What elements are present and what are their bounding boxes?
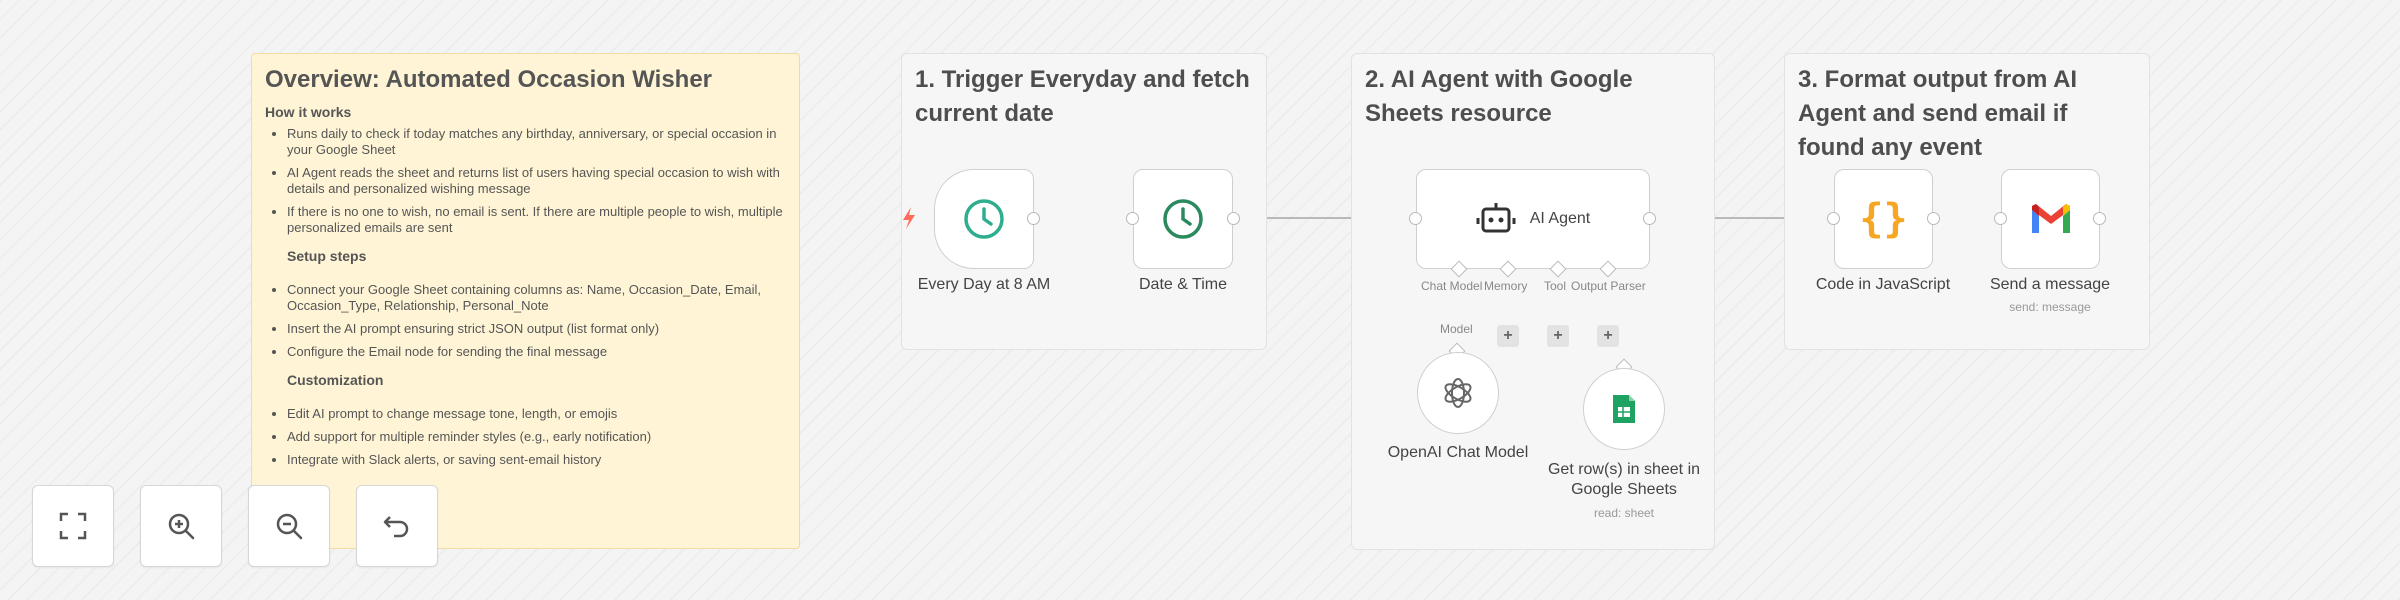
zoom-out-icon <box>276 513 303 540</box>
node-code-javascript[interactable]: {} <box>1834 169 1933 269</box>
list-item: Integrate with Slack alerts, or saving s… <box>287 452 786 468</box>
section-agent-sticky[interactable]: 2. AI Agent with Google Sheets resource <box>1351 53 1715 550</box>
list-item: If there is no one to wish, no email is … <box>287 204 786 236</box>
undo-button[interactable] <box>356 485 438 567</box>
how-it-works-list: Runs daily to check if today matches any… <box>265 126 786 236</box>
edge-label-model: Model <box>1440 322 1473 336</box>
list-item: Configure the Email node for sending the… <box>287 344 786 360</box>
section-title: 3. Format output from AI Agent and send … <box>1798 66 2078 161</box>
node-label: Get row(s) in sheet in Google Sheets <box>1547 461 1701 498</box>
openai-icon <box>1444 378 1472 408</box>
robot-icon <box>1476 203 1516 233</box>
input-port[interactable] <box>1126 212 1139 225</box>
output-port[interactable] <box>1227 212 1240 225</box>
node-sublabel: send: message <box>2009 300 2091 314</box>
fullscreen-icon <box>59 512 87 540</box>
node-label: OpenAI Chat Model <box>1387 444 1529 461</box>
list-item: AI Agent reads the sheet and returns lis… <box>287 165 786 197</box>
node-sublabel: read: sheet <box>1593 506 1655 520</box>
add-output-parser-button[interactable]: + <box>1597 325 1619 347</box>
input-port[interactable] <box>1409 212 1422 225</box>
node-label: AI Agent <box>1529 210 1591 227</box>
clock-icon <box>964 199 1004 239</box>
zoom-in-icon <box>168 513 195 540</box>
setup-steps-list: Connect your Google Sheet containing col… <box>265 282 786 360</box>
node-label: Code in JavaScript <box>1815 276 1951 293</box>
output-port[interactable] <box>1027 212 1040 225</box>
output-port[interactable] <box>2093 212 2106 225</box>
port-label-memory: Memory <box>1484 279 1528 293</box>
undo-icon <box>383 516 409 538</box>
zoom-out-button[interactable] <box>248 485 330 567</box>
google-sheets-icon <box>1613 395 1635 423</box>
list-item: Edit AI prompt to change message tone, l… <box>287 406 786 422</box>
port-label-tool: Tool <box>1544 279 1567 293</box>
list-item: Insert the AI prompt ensuring strict JSO… <box>287 321 786 337</box>
node-date-time[interactable] <box>1133 169 1233 269</box>
setup-steps-heading: Setup steps <box>287 248 367 264</box>
gmail-icon <box>2031 204 2070 233</box>
port-label-output-parser: Output Parser <box>1571 279 1646 293</box>
lightning-icon <box>903 207 915 229</box>
node-every-day-8am[interactable] <box>934 169 1034 269</box>
overview-sticky-note[interactable]: Overview: Automated Occasion Wisher How … <box>251 53 800 549</box>
list-item: Runs daily to check if today matches any… <box>287 126 786 158</box>
node-google-sheets[interactable] <box>1583 368 1665 450</box>
output-port[interactable] <box>1643 212 1656 225</box>
clock-icon <box>1163 199 1203 239</box>
customization-list: Edit AI prompt to change message tone, l… <box>265 406 786 468</box>
list-item: Connect your Google Sheet containing col… <box>287 282 786 314</box>
zoom-in-button[interactable] <box>140 485 222 567</box>
node-openai-chat-model[interactable] <box>1417 352 1499 434</box>
node-label: Date & Time <box>1138 276 1228 293</box>
node-gmail-send-message[interactable] <box>2001 169 2100 269</box>
add-memory-button[interactable]: + <box>1497 325 1519 347</box>
fit-view-button[interactable] <box>32 485 114 567</box>
node-label: Every Day at 8 AM <box>917 276 1051 293</box>
output-port[interactable] <box>1927 212 1940 225</box>
list-item: Add support for multiple reminder styles… <box>287 429 786 445</box>
section-title: 2. AI Agent with Google Sheets resource <box>1365 66 1633 127</box>
section-title: 1. Trigger Everyday and fetch current da… <box>915 66 1250 127</box>
input-port[interactable] <box>1994 212 2007 225</box>
input-port[interactable] <box>1827 212 1840 225</box>
add-tool-button[interactable]: + <box>1547 325 1569 347</box>
node-ai-agent[interactable]: AI Agent <box>1416 169 1650 269</box>
customization-heading: Customization <box>287 372 384 388</box>
port-label-chat-model: Chat Model <box>1421 279 1483 293</box>
overview-title: Overview: Automated Occasion Wisher <box>265 66 713 93</box>
how-it-works-heading: How it works <box>265 104 352 120</box>
braces-icon: {} <box>1859 196 1908 242</box>
node-label: Send a message <box>1989 276 2111 293</box>
